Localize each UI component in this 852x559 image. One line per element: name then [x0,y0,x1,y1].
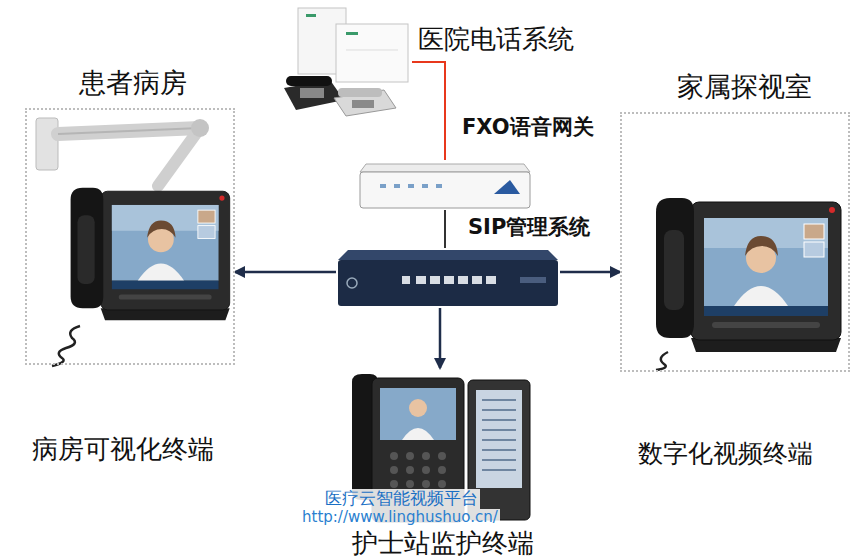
watermark-text: 医疗云智能视频平台 [323,489,480,509]
node-caption: 数字化视频终端 [638,440,813,468]
node-caption: 病房可视化终端 [32,435,214,464]
link-line [412,62,445,160]
arrow-line [560,271,620,274]
watermark-text: http://www.linghushuo.cn/ [300,509,500,526]
link-line [444,210,446,248]
visit-room-panel: 家属探视室数字化视频终端 [620,112,850,372]
arrow-line [439,308,442,368]
server-device: SIP管理系统 [336,248,560,308]
node-title: 护士站监护终端 [352,529,534,558]
pbx-device: 医院电话系统 [280,5,412,115]
node-title: 家属探视室 [677,72,812,102]
node-title: FXO语音网关 [462,116,594,139]
gateway-device: FXO语音网关 [356,160,532,210]
arrow-line [235,271,336,274]
node-title: 医院电话系统 [418,25,574,54]
node-title: 患者病房 [79,68,187,98]
ward-panel: 患者病房病房可视化终端 [25,108,235,365]
node-title: SIP管理系统 [468,216,590,239]
